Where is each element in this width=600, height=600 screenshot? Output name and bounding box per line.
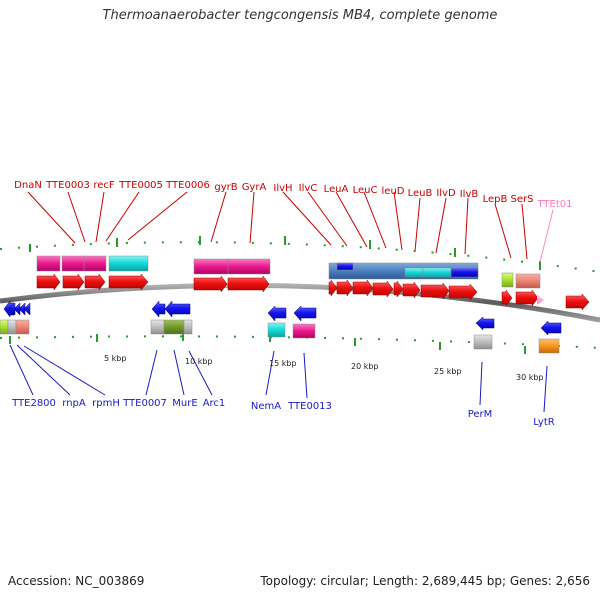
- gene-label-ilvD: IlvD: [436, 188, 456, 199]
- reverse-cds-arrows: [3, 300, 562, 336]
- gene-label-serS: SerS: [511, 194, 534, 205]
- gene-label-rpmH: rpmH: [92, 398, 120, 409]
- gene-label-tte2800: TTE2800: [11, 398, 56, 409]
- genome-title: Thermoanaerobacter tengcongensis MB4, co…: [102, 8, 498, 23]
- gene-label-leuD: leuD: [382, 186, 405, 197]
- forward-gene-labels: DnaN TTE0003 recF TTE0005 TTE0006 gyrB G…: [14, 180, 533, 205]
- gene-label-ilvC: IlvC: [299, 183, 318, 194]
- genome-summary-text: Topology: circular; Length: 2,689,445 bp…: [260, 574, 590, 588]
- reverse-gene-labels: TTE2800 rnpA rpmH TTE0007 MurE Arc1 NemA…: [11, 398, 555, 428]
- callout-trna: [539, 209, 554, 263]
- gene-label-arc1: Arc1: [203, 398, 226, 409]
- scale-label-5kbp: 5 kbp: [104, 354, 126, 363]
- gene-label-leuC: LeuC: [353, 185, 378, 196]
- gene-label-tte0003: TTE0003: [45, 180, 90, 191]
- gene-label-tte0006: TTE0006: [165, 180, 210, 191]
- scale-labels: 5 kbp 10 kbp 15 kbp 20 kbp 25 kbp 30 kbp: [104, 354, 544, 382]
- major-ticks-lower: [9, 333, 526, 354]
- reverse-feature-tiles: [0, 319, 560, 354]
- gene-label-leuB: LeuB: [408, 188, 433, 199]
- scale-label-10kbp: 10 kbp: [185, 357, 213, 366]
- callouts-forward: [27, 191, 528, 260]
- gene-label-nemA: NemA: [251, 401, 281, 412]
- gene-label-tte0005: TTE0005: [118, 180, 163, 191]
- gene-label-lytR: LytR: [533, 417, 554, 428]
- accession-text: Accession: NC_003869: [8, 574, 145, 588]
- gene-label-ttet01: TTEt01: [536, 199, 572, 210]
- gene-label-ilvB: IlvB: [460, 189, 479, 200]
- callouts-reverse: [9, 344, 548, 413]
- gene-label-rnpA: rnpA: [62, 398, 86, 409]
- gene-label-leuA: LeuA: [324, 184, 349, 195]
- scale-label-25kbp: 25 kbp: [434, 367, 462, 376]
- gene-label-lepB: LepB: [483, 194, 508, 205]
- gene-label-gyrA: GyrA: [242, 182, 267, 193]
- forward-cds-arrows: [36, 273, 590, 311]
- scale-label-30kbp: 30 kbp: [516, 373, 544, 382]
- gene-label-perM: PerM: [468, 409, 493, 420]
- gene-label-murE: MurE: [172, 398, 197, 409]
- scale-label-20kbp: 20 kbp: [351, 362, 379, 371]
- gene-label-tte0007: TTE0007: [122, 398, 167, 409]
- forward-feature-tiles: [36, 255, 541, 289]
- major-ticks-upper: [29, 236, 541, 270]
- gene-label-dnaN: DnaN: [14, 180, 42, 191]
- genome-backbone-line: [0, 282, 600, 323]
- scale-label-15kbp: 15 kbp: [269, 359, 297, 368]
- gene-label-recF: recF: [93, 180, 115, 191]
- gene-label-tte0013: TTE0013: [287, 401, 332, 412]
- gene-label-gyrB: gyrB: [214, 182, 237, 193]
- trna-arrow: [537, 295, 544, 305]
- gene-label-ilvH: IlvH: [273, 183, 292, 194]
